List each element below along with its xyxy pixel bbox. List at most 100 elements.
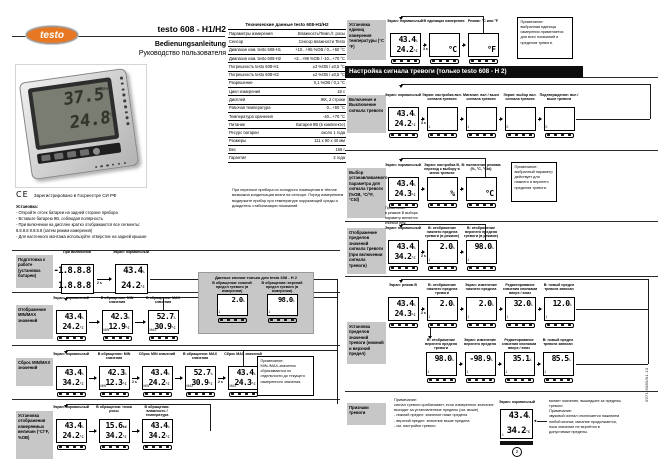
step-caption: Экран: нормальный: [499, 400, 535, 404]
separator: [583, 77, 658, 78]
button-bar: [468, 58, 498, 64]
lcd-screen: 0: [504, 107, 536, 131]
step-caption: Редактирование значения кнопками вверх /…: [501, 338, 537, 351]
lcd-step: Экран: изменение верхнего предела -98.9%…: [462, 338, 498, 383]
lcd-step: В: отображение верхнего предела тревоги …: [463, 226, 499, 271]
table-row: Температура хранения-40...+70 °C: [228, 113, 346, 122]
flow-chain-alarm-param: Экран: нормальный 43.4% 24.3°C Экран: на…: [385, 163, 501, 208]
subtitle-ru: Руководство пользователя: [138, 50, 226, 57]
lcd-step: В: новый предел тревоги записан 85.5% 1: [540, 338, 576, 383]
lcd-screen: -98.9% 1: [464, 352, 496, 376]
flow-chain-set-lower: Экран: режим В 43.4% 24.3°C 2 s В: отобр…: [385, 283, 577, 328]
vent-holes-bottom: [94, 161, 127, 169]
button-bar: [427, 132, 457, 138]
flow-arrow-down: [64, 351, 68, 354]
step-caption: Экран: изменение нижнего предела: [464, 283, 498, 292]
button-bar: [102, 335, 132, 341]
step-caption: Экран: нормальный: [53, 296, 89, 300]
lcd-step: В: новый предел тревоги записан 12.0% 1: [541, 283, 577, 328]
flow-chain-show-limits: Экран: нормальный 43.4% 34.2°C 2 s В: от…: [385, 226, 499, 271]
button-bar: [56, 335, 86, 341]
lcd-step: Экран: нормальный 43.4% 24.2°C: [387, 19, 423, 64]
flow-line: [650, 84, 651, 119]
lcd-screen: 43.4% 24.2°C: [55, 419, 87, 443]
device-bezel: 37.5 %RH 24.8 °C: [27, 77, 120, 151]
ce-line: CE Зарегистрировано в Госреестре СИ РФ: [16, 190, 116, 199]
note-temp-unit: Примечание: выбранная единица измерения …: [517, 17, 573, 59]
button-bar: [466, 265, 496, 271]
step-caption: В обращении: MAX значения: [182, 352, 217, 361]
lcd-screen: 12.0% 1: [543, 297, 575, 321]
button-bar: [504, 377, 534, 383]
flow-chain-reset: Экран: нормальный 43.4% 34.2°C В обращен…: [53, 352, 262, 397]
flow-arrow-down: [428, 336, 432, 339]
lcd-step: Режим: °C или °F °F: [465, 19, 501, 64]
flow-line: [66, 350, 337, 351]
table-row: Диапазон изм. testo 608-H1+10...+95 %ОВ …: [228, 47, 346, 55]
section-label-alarm-param: Выбор устанавливаемого параметра для сиг…: [347, 168, 388, 218]
ce-mark: CE: [16, 190, 29, 199]
flow-arrow: [537, 362, 541, 366]
button-bar: [426, 377, 456, 383]
step-caption: В обращении: MAX значения: [145, 296, 180, 305]
step-caption: Экран: выбор вкл. сигнала тревоги: [503, 93, 537, 102]
flow-line: [401, 16, 483, 17]
button-bar: [543, 377, 573, 383]
lcd-screen: 98.0% 1: [266, 294, 298, 316]
lcd-screen: 43.4% 24.3°C: [387, 177, 419, 201]
flow-arrow: [499, 117, 503, 121]
flow-arrow-down: [64, 298, 68, 301]
step-caption: Экран: режим В: [388, 283, 418, 287]
separator: [345, 150, 658, 151]
step-caption: При включении: [63, 250, 91, 254]
flow-arrow: [132, 429, 140, 433]
table-row: Погрешность testo 608-H1±3 %ОВ / ±0,5 °C: [228, 63, 346, 72]
section-label-reset: Сброс MIN/MAX значений: [16, 358, 53, 386]
step-caption: Экран: нормальный: [53, 352, 89, 356]
lcd-step: Экран: режим В 43.4% 24.3°C: [385, 283, 421, 328]
flow-arrow-down: [399, 17, 403, 20]
section-label-alarm-onoff: Включение и Выключение сигнала тревоги: [347, 95, 386, 133]
button-bar: [427, 322, 457, 328]
button-bar: [466, 132, 496, 138]
flow-arrow: [89, 376, 97, 380]
lcd-screen: 43.4% 24.3°C: [387, 297, 419, 321]
separator: [345, 276, 658, 277]
lcd-step: В обращении: нижний предел тревоги (в из…: [207, 281, 257, 323]
flow-line: [576, 309, 648, 310]
note-alarm-param: Примечание: выбранный параметр действует…: [511, 162, 557, 202]
flow-line: [401, 84, 650, 85]
flow-line: [337, 350, 338, 404]
flow-chain-minmax: Экран: нормальный 43.4% 24.2°C В обращен…: [53, 296, 181, 341]
lcd-screen: %: [426, 177, 458, 201]
button-bar: [388, 202, 418, 208]
flow-chain-setup: При включении -1.8.8.8 1.8.8.8 2 s Экран…: [54, 250, 151, 294]
flow-chain-alarm-onoff: Экран: нормальный 43.4% 24.2°C 3 s Экран…: [385, 93, 578, 138]
step-caption: В обращении: нижний предел тревоги (в из…: [212, 281, 252, 293]
table-row: Диапазон изм. testo 608-H2+2...+98 %ОВ /…: [228, 55, 346, 64]
separator: [12, 292, 340, 293]
lcd-screen: 42.3% 12.3°C MIN: [98, 366, 130, 390]
lcd-screen: 52.7% 30.9°C MAX: [147, 310, 179, 334]
lcd-screen: 1: [426, 107, 458, 131]
flow-arrow: [460, 117, 464, 121]
flow-arrow: [460, 307, 464, 311]
separator: [345, 391, 658, 392]
step-caption: Редактирование значения кнопками вверх /…: [502, 283, 538, 296]
button-bar: [465, 377, 495, 383]
step-caption: В: отображение верхнего предела тревоги: [424, 338, 458, 351]
flow-line: [483, 16, 484, 33]
lcd-screen: 2.0% 1: [216, 294, 248, 316]
lcd-step: При включении -1.8.8.8 1.8.8.8: [54, 250, 97, 294]
lcd-screen: 15.6td 34.2°C: [98, 419, 130, 443]
lcd-step: Экран: нормальный 43.4% 34.2°C: [385, 226, 421, 271]
flow-arrow: [538, 117, 542, 121]
flow-line: [485, 158, 486, 177]
flow-arrow-down: [399, 85, 403, 88]
button-bar: [56, 444, 86, 450]
